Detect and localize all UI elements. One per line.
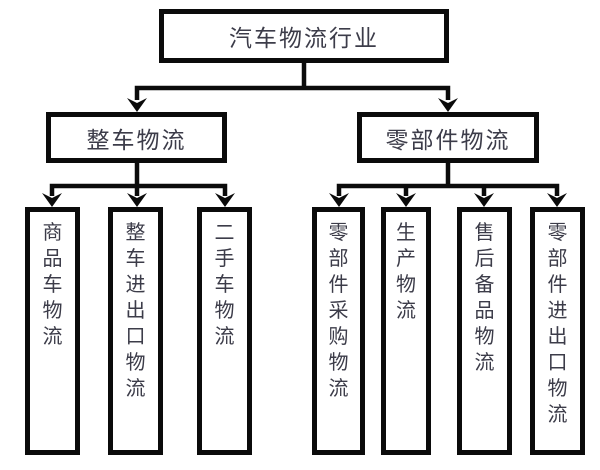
node-label: 整车进出口物流 (125, 220, 146, 400)
leaf-vehicle-import-export-logistics: 整车进出口物流 (108, 207, 163, 455)
node-parts-logistics: 零部件物流 (357, 112, 539, 163)
arrowheads (42, 98, 567, 207)
node-label: 零部件进出口物流 (547, 220, 568, 426)
leaf-parts-procurement-logistics: 零部件采购物流 (312, 207, 365, 455)
node-vehicle-logistics: 整车物流 (46, 112, 227, 163)
node-label: 零部件采购物流 (328, 220, 349, 400)
node-label: 二手车物流 (214, 220, 235, 348)
node-label: 零部件物流 (385, 127, 511, 154)
leaf-aftersales-spare-parts-logistics: 售后备品物流 (457, 207, 512, 455)
leaf-parts-import-export-logistics: 零部件进出口物流 (530, 207, 585, 455)
node-label: 整车物流 (86, 127, 187, 154)
node-label: 售后备品物流 (474, 220, 495, 374)
node-label: 生产物流 (396, 220, 416, 322)
node-label: 汽车物流行业 (229, 26, 379, 52)
node-label: 商品车物流 (42, 220, 63, 348)
leaf-production-logistics: 生产物流 (381, 207, 431, 455)
node-root-auto-logistics-industry: 汽车物流行业 (159, 9, 449, 63)
leaf-commodity-vehicle-logistics: 商品车物流 (25, 207, 80, 455)
leaf-used-car-logistics: 二手车物流 (197, 207, 252, 455)
